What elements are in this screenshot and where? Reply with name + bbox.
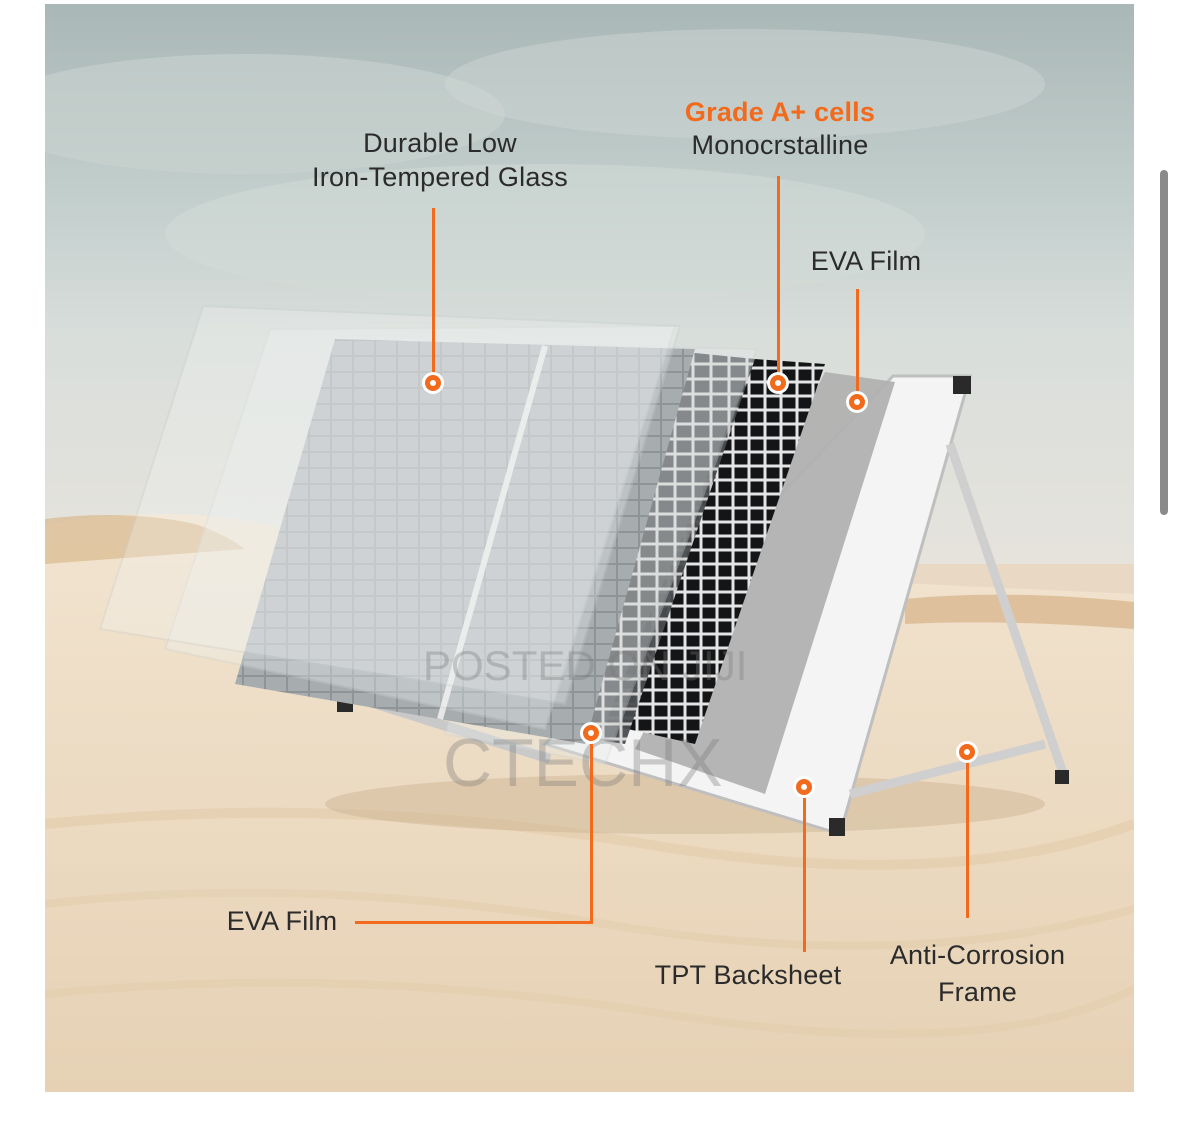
leader-frame bbox=[966, 753, 969, 918]
leader-tpt bbox=[803, 788, 806, 952]
marker-glass bbox=[425, 375, 441, 391]
leader-glass bbox=[432, 208, 435, 384]
marker-tpt bbox=[796, 779, 812, 795]
label-tpt: TPT Backsheet bbox=[654, 960, 842, 990]
scrollbar-thumb[interactable] bbox=[1160, 170, 1168, 515]
label-cells-sub: Monocrstalline bbox=[691, 130, 869, 160]
leader-cells bbox=[777, 176, 780, 382]
leader-eva-top bbox=[856, 289, 859, 402]
label-eva-top: EVA Film bbox=[810, 246, 922, 276]
leader-eva-bottom-h bbox=[355, 921, 593, 924]
label-frame-line1: Anti-Corrosion bbox=[889, 940, 1066, 970]
marker-eva-bottom bbox=[583, 725, 599, 741]
leader-eva-bottom-v bbox=[590, 733, 593, 923]
label-eva-bottom: EVA Film bbox=[226, 906, 338, 936]
watermark-posted: POSTED ON JIJI bbox=[423, 642, 748, 689]
label-frame-line2: Frame bbox=[937, 977, 1017, 1007]
marker-frame bbox=[959, 744, 975, 760]
watermark-brand: CTECHX bbox=[443, 725, 723, 801]
label-glass-line1: Durable Low bbox=[363, 128, 517, 158]
label-cells-title: Grade A+ cells bbox=[684, 97, 876, 127]
marker-eva-top bbox=[849, 394, 865, 410]
solar-panel-layers-illustration bbox=[45, 4, 1134, 1092]
product-image: POSTED ON JIJI CTECHX bbox=[45, 4, 1134, 1092]
marker-cells bbox=[770, 375, 786, 391]
label-glass-line2: Iron-Tempered Glass bbox=[312, 162, 568, 192]
